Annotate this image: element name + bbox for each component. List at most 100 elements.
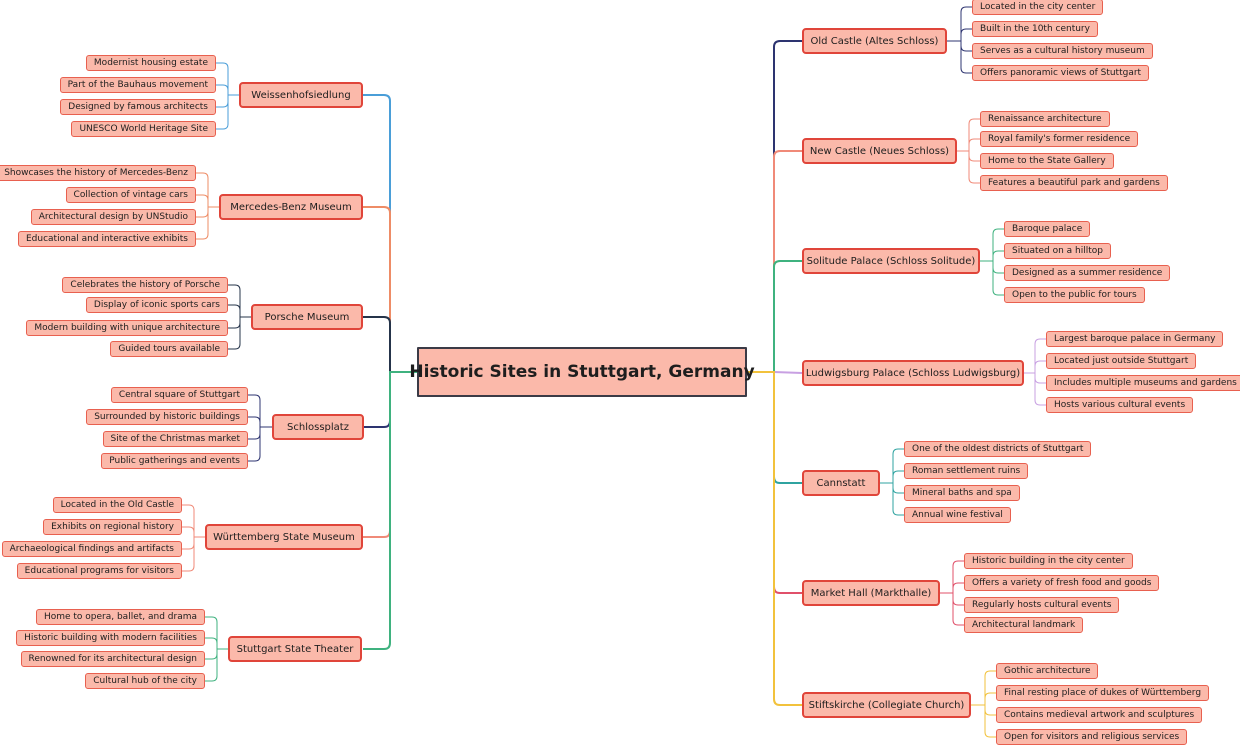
branch-cannstatt[interactable]: Cannstatt <box>802 470 880 496</box>
leaf-modern-building-with-unique-architecture[interactable]: Modern building with unique architecture <box>26 320 228 336</box>
leaf-modernist-housing-estate[interactable]: Modernist housing estate <box>85 55 216 71</box>
leaf-guided-tours-available[interactable]: Guided tours available <box>110 341 228 357</box>
branch-schlossplatz[interactable]: Schlossplatz <box>272 414 364 440</box>
leaf-architectural-design-by-unstudio[interactable]: Architectural design by UNStudio <box>30 209 196 225</box>
sublink-market-hall-markthalle-1 <box>940 582 964 594</box>
sublink-mercedes-benz-museum-3 <box>196 206 219 240</box>
leaf-open-to-the-public-for-tours[interactable]: Open to the public for tours <box>1004 287 1145 303</box>
link-mercedes-benz-museum <box>363 206 417 373</box>
leaf-baroque-palace[interactable]: Baroque palace <box>1004 221 1091 237</box>
leaf-located-in-the-old-castle[interactable]: Located in the Old Castle <box>52 497 182 513</box>
sublink-old-castle-altes-schloss-1 <box>947 28 972 42</box>
leaf-display-of-iconic-sports-cars[interactable]: Display of iconic sports cars <box>85 297 228 313</box>
sublink-solitude-palace-schloss-solitude-1 <box>980 250 1004 262</box>
branch-w-rttemberg-state-museum[interactable]: Württemberg State Museum <box>205 524 363 550</box>
leaf-cultural-hub-of-the-city[interactable]: Cultural hub of the city <box>85 673 205 689</box>
branch-ludwigsburg-palace-schloss-ludwigsburg[interactable]: Ludwigsburg Palace (Schloss Ludwigsburg) <box>802 360 1024 386</box>
sublink-market-hall-markthalle-3 <box>940 592 964 626</box>
sublink-schlossplatz-1 <box>248 416 272 428</box>
leaf-site-of-the-christmas-market[interactable]: Site of the Christmas market <box>102 431 248 447</box>
sublink-w-rttemberg-state-museum-1 <box>182 526 205 538</box>
sublink-stuttgart-state-theater-3 <box>205 648 228 682</box>
leaf-situated-on-a-hilltop[interactable]: Situated on a hilltop <box>1004 243 1112 259</box>
sublink-w-rttemberg-state-museum-3 <box>182 536 205 572</box>
link-solitude-palace-schloss-solitude <box>747 260 802 373</box>
branch-solitude-palace-schloss-solitude[interactable]: Solitude Palace (Schloss Solitude) <box>802 248 980 274</box>
leaf-part-of-the-bauhaus-movement[interactable]: Part of the Bauhaus movement <box>59 77 216 93</box>
leaf-one-of-the-oldest-districts-of-stuttgart[interactable]: One of the oldest districts of Stuttgart <box>904 441 1092 457</box>
leaf-archaeological-findings-and-artifacts[interactable]: Archaeological findings and artifacts <box>1 541 182 557</box>
sublink-old-castle-altes-schloss-0 <box>947 6 972 42</box>
sublink-schlossplatz-3 <box>248 426 272 462</box>
leaf-serves-as-a-cultural-history-museum[interactable]: Serves as a cultural history museum <box>972 43 1153 59</box>
sublink-new-castle-neues-schloss-1 <box>957 138 980 152</box>
leaf-historic-building-in-the-city-center[interactable]: Historic building in the city center <box>964 553 1133 569</box>
sublink-mercedes-benz-museum-1 <box>196 194 219 208</box>
branch-stiftskirche-collegiate-church[interactable]: Stiftskirche (Collegiate Church) <box>802 692 971 718</box>
leaf-showcases-the-history-of-mercedes-benz[interactable]: Showcases the history of Mercedes-Benz <box>0 165 196 181</box>
sublink-stiftskirche-collegiate-church-0 <box>971 670 996 706</box>
branch-porsche-museum[interactable]: Porsche Museum <box>251 304 363 330</box>
sublink-weissenhofsiedlung-1 <box>216 84 239 96</box>
sublink-stuttgart-state-theater-1 <box>205 637 228 650</box>
link-new-castle-neues-schloss <box>747 150 802 373</box>
leaf-royal-family-s-former-residence[interactable]: Royal family's former residence <box>980 131 1139 147</box>
leaf-located-just-outside-stuttgart[interactable]: Located just outside Stuttgart <box>1046 353 1197 369</box>
link-stuttgart-state-theater <box>363 371 417 650</box>
leaf-located-in-the-city-center[interactable]: Located in the city center <box>972 0 1104 15</box>
leaf-historic-building-with-modern-facilities[interactable]: Historic building with modern facilities <box>16 630 205 646</box>
leaf-home-to-opera-ballet-and-drama[interactable]: Home to opera, ballet, and drama <box>35 609 205 625</box>
branch-new-castle-neues-schloss[interactable]: New Castle (Neues Schloss) <box>802 138 957 164</box>
branch-weissenhofsiedlung[interactable]: Weissenhofsiedlung <box>239 82 363 108</box>
leaf-roman-settlement-ruins[interactable]: Roman settlement ruins <box>904 463 1029 479</box>
sublink-cannstatt-1 <box>880 470 904 484</box>
link-stiftskirche-collegiate-church <box>747 371 802 706</box>
leaf-educational-programs-for-visitors[interactable]: Educational programs for visitors <box>16 563 182 579</box>
leaf-regularly-hosts-cultural-events[interactable]: Regularly hosts cultural events <box>964 597 1120 613</box>
leaf-exhibits-on-regional-history[interactable]: Exhibits on regional history <box>43 519 182 535</box>
leaf-renaissance-architecture[interactable]: Renaissance architecture <box>980 111 1110 127</box>
leaf-open-for-visitors-and-religious-services[interactable]: Open for visitors and religious services <box>996 729 1188 745</box>
branch-stuttgart-state-theater[interactable]: Stuttgart State Theater <box>228 636 362 662</box>
sublink-solitude-palace-schloss-solitude-2 <box>980 260 1004 274</box>
leaf-unesco-world-heritage-site[interactable]: UNESCO World Heritage Site <box>71 121 216 137</box>
sublink-stiftskirche-collegiate-church-1 <box>971 692 996 706</box>
leaf-celebrates-the-history-of-porsche[interactable]: Celebrates the history of Porsche <box>62 277 228 293</box>
sublink-market-hall-markthalle-0 <box>940 560 964 594</box>
leaf-mineral-baths-and-spa[interactable]: Mineral baths and spa <box>904 485 1020 501</box>
leaf-central-square-of-stuttgart[interactable]: Central square of Stuttgart <box>110 387 248 403</box>
leaf-offers-panoramic-views-of-stuttgart[interactable]: Offers panoramic views of Stuttgart <box>972 65 1150 81</box>
leaf-gothic-architecture[interactable]: Gothic architecture <box>996 663 1099 679</box>
leaf-features-a-beautiful-park-and-gardens[interactable]: Features a beautiful park and gardens <box>980 175 1168 191</box>
branch-market-hall-markthalle[interactable]: Market Hall (Markthalle) <box>802 580 940 606</box>
leaf-contains-medieval-artwork-and-sculptures[interactable]: Contains medieval artwork and sculptures <box>996 707 1203 723</box>
leaf-public-gatherings-and-events[interactable]: Public gatherings and events <box>101 453 248 469</box>
leaf-hosts-various-cultural-events[interactable]: Hosts various cultural events <box>1046 397 1194 413</box>
leaf-annual-wine-festival[interactable]: Annual wine festival <box>904 507 1011 523</box>
link-porsche-museum <box>363 316 417 373</box>
leaf-largest-baroque-palace-in-germany[interactable]: Largest baroque palace in Germany <box>1046 331 1224 347</box>
sublink-weissenhofsiedlung-0 <box>216 62 239 96</box>
sublink-ludwigsburg-palace-schloss-ludwigsburg-0 <box>1024 338 1046 374</box>
sublink-solitude-palace-schloss-solitude-0 <box>980 228 1004 262</box>
branch-old-castle-altes-schloss[interactable]: Old Castle (Altes Schloss) <box>802 28 947 54</box>
leaf-surrounded-by-historic-buildings[interactable]: Surrounded by historic buildings <box>86 409 248 425</box>
leaf-architectural-landmark[interactable]: Architectural landmark <box>964 617 1084 633</box>
leaf-renowned-for-its-architectural-design[interactable]: Renowned for its architectural design <box>20 651 205 667</box>
sublink-ludwigsburg-palace-schloss-ludwigsburg-3 <box>1024 372 1046 406</box>
branch-mercedes-benz-museum[interactable]: Mercedes-Benz Museum <box>219 194 363 220</box>
central-topic[interactable]: Historic Sites in Stuttgart, Germany <box>409 347 755 397</box>
leaf-designed-as-a-summer-residence[interactable]: Designed as a summer residence <box>1004 265 1171 281</box>
leaf-final-resting-place-of-dukes-of-w-rttemberg[interactable]: Final resting place of dukes of Württemb… <box>996 685 1210 701</box>
sublink-old-castle-altes-schloss-3 <box>947 40 972 74</box>
leaf-collection-of-vintage-cars[interactable]: Collection of vintage cars <box>65 187 196 203</box>
leaf-home-to-the-state-gallery[interactable]: Home to the State Gallery <box>980 153 1114 169</box>
leaf-designed-by-famous-architects[interactable]: Designed by famous architects <box>60 99 216 115</box>
leaf-built-in-the-10th-century[interactable]: Built in the 10th century <box>972 21 1098 37</box>
leaf-educational-and-interactive-exhibits[interactable]: Educational and interactive exhibits <box>17 231 196 247</box>
leaf-offers-a-variety-of-fresh-food-and-goods[interactable]: Offers a variety of fresh food and goods <box>964 575 1160 591</box>
leaf-includes-multiple-museums-and-gardens[interactable]: Includes multiple museums and gardens <box>1046 375 1240 391</box>
sublink-porsche-museum-0 <box>228 284 251 318</box>
